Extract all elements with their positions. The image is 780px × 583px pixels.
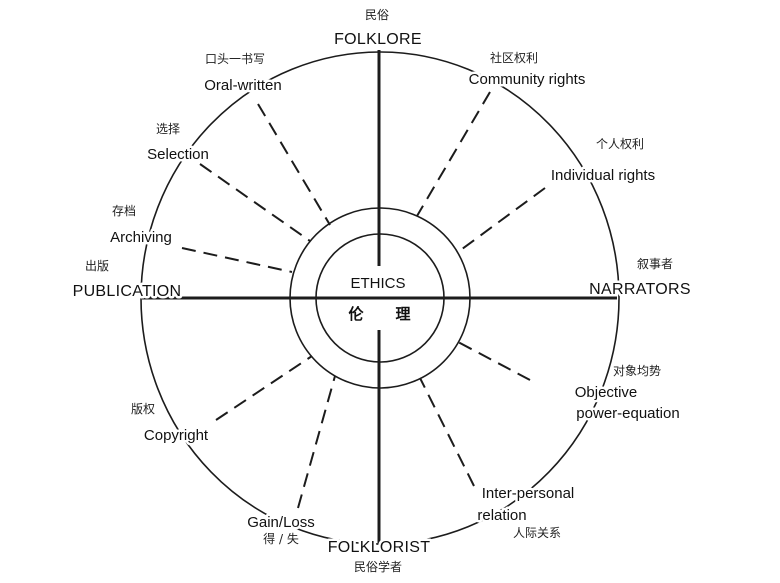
spoke-selection-zh: 选择 xyxy=(156,122,180,136)
center-zh-2: 理 xyxy=(395,305,410,323)
spoke-copyright-zh: 版权 xyxy=(131,402,155,416)
axis-left-label: PUBLICATION xyxy=(73,283,182,300)
connector-gain-loss xyxy=(297,375,336,509)
axis-top-label: FOLKLORE xyxy=(334,31,422,48)
axis-bottom-label: FOLKLORIST xyxy=(328,539,431,556)
connector-inter-personal-relation xyxy=(419,377,475,487)
spoke-gain-loss-label: Gain/Loss xyxy=(247,514,315,531)
spoke-archiving-label: Archiving xyxy=(110,229,172,246)
spoke-individual-rights-zh: 个人权利 xyxy=(596,137,644,151)
connector-objective-power-equation xyxy=(457,341,531,381)
spoke-copyright-label: Copyright xyxy=(144,427,209,444)
connector-archiving xyxy=(181,247,293,273)
spoke-community-rights-label: Community rights xyxy=(469,71,586,88)
axis-left-zh: 出版 xyxy=(85,259,109,273)
connector-copyright xyxy=(215,355,313,421)
spoke-inter-personal-label-line2: relation xyxy=(477,507,526,524)
connector-oral-written xyxy=(257,103,331,226)
spoke-objective-zh: 对象均势 xyxy=(613,364,661,378)
center-label: ETHICS xyxy=(350,275,405,292)
spoke-oral-written-label: Oral-written xyxy=(204,77,282,94)
spoke-archiving-zh: 存档 xyxy=(112,204,136,218)
spoke-gain-loss-zh: 得 / 失 xyxy=(263,531,299,546)
spoke-inter-personal-zh: 人际关系 xyxy=(513,526,561,540)
spoke-oral-written-zh: 口头一书写 xyxy=(205,52,265,66)
axis-right-zh: 叙事者 xyxy=(637,257,673,271)
center-zh-1: 伦 xyxy=(348,305,364,323)
spoke-individual-rights-label: Individual rights xyxy=(551,167,655,184)
axis-bottom-zh: 民俗学者 xyxy=(354,559,402,574)
axis-right-label: NARRATORS xyxy=(589,281,691,298)
axis-top-zh: 民俗 xyxy=(365,8,389,22)
connector-community-rights xyxy=(416,91,491,217)
spoke-objective-label-line2: power-equation xyxy=(576,405,679,422)
connector-individual-rights xyxy=(457,187,546,253)
spoke-community-rights-zh: 社区权利 xyxy=(490,50,538,65)
spoke-inter-personal-label-line1: Inter-personal xyxy=(482,485,575,502)
spoke-selection-label: Selection xyxy=(147,146,209,163)
connector-selection xyxy=(199,163,311,242)
spoke-objective-label-line1: Objective xyxy=(575,384,638,401)
